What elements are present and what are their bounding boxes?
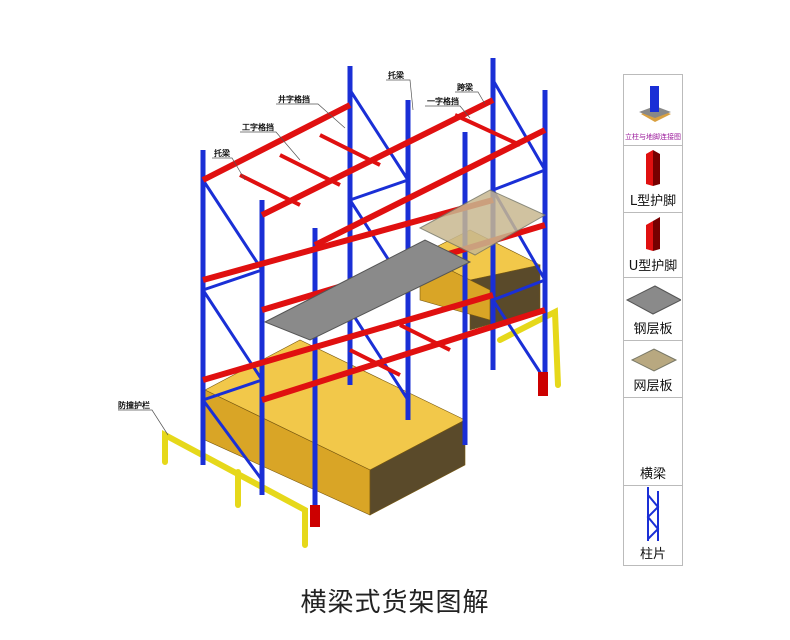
callout-guardrail-label: 防撞护栏 <box>118 400 150 410</box>
u-guard-icon <box>646 217 660 251</box>
component-legend: 立柱与地脚连接图 L型护脚 U型护脚 钢层板 网层板 横梁 柱片 <box>623 74 683 566</box>
callout-tuoliang-left-label: 托梁 <box>214 148 231 158</box>
callout-gongzi-label: 工字格挡 <box>242 122 274 132</box>
callout-kualiang-label: 跨梁 <box>457 82 474 92</box>
cargo-pallets <box>204 229 541 516</box>
upright-base-connection-icon <box>639 86 671 122</box>
upright-frames <box>200 58 548 525</box>
page-title: 横梁式货架图解 <box>300 588 490 618</box>
steel-deck <box>263 239 472 341</box>
wire-deck <box>418 189 547 256</box>
steel-deck-icon <box>625 285 681 315</box>
callout-jingzi-label: 井字格挡 <box>278 94 310 104</box>
legend-item-wire-deck[interactable]: 网层板 <box>624 340 682 398</box>
legend-item-steel-deck[interactable]: 钢层板 <box>624 277 682 341</box>
legend-item-u-guard[interactable]: U型护脚 <box>624 212 682 278</box>
legend-item-l-guard[interactable]: L型护脚 <box>624 145 682 213</box>
guardrail <box>162 307 561 548</box>
legend-item-beam[interactable]: 横梁 <box>624 397 682 486</box>
callout-yizi-label: 一字格挡 <box>427 96 459 106</box>
legend-item-upright-frame[interactable]: 柱片 <box>624 485 682 565</box>
upright-frame-icon <box>646 487 660 541</box>
beam-icon: 横梁 <box>639 467 666 482</box>
beams <box>201 97 547 403</box>
rack-illustration: 井字格挡 工字格挡 托梁 托梁 跨梁 一字格挡 防撞护栏 <box>118 58 561 548</box>
l-guard <box>538 372 548 396</box>
wire-deck-icon <box>630 348 678 372</box>
callout-tuoliang-top-label: 托梁 <box>388 70 405 80</box>
l-guard-icon <box>646 150 660 186</box>
legend-item-upright-base[interactable]: 立柱与地脚连接图 <box>624 75 682 146</box>
u-guard <box>310 505 320 527</box>
